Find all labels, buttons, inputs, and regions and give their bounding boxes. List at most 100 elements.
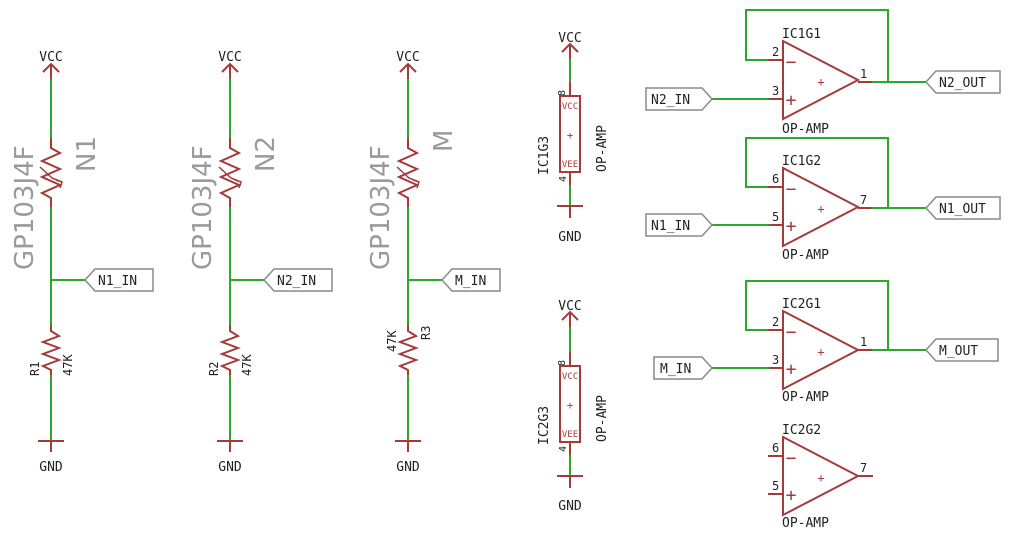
pin-out-ic2g2: 7 [860,461,867,475]
vcc-label-ic2g3: VCC [558,299,581,314]
pin-noninv-ic1g2: 5 [772,210,779,224]
resistor-name-r3: R3 [419,326,433,340]
svg-text:−: − [786,448,797,469]
svg-text:−: − [786,322,797,343]
svg-text:VCC: VCC [562,372,578,382]
opamp-triangle-ic1g2 [782,166,861,248]
resistor-r3 [397,325,419,376]
opamp-ic1g2: − + + 6 5 7 IC1G2 OP-AMP N1_IN N1_OUT [645,137,1001,263]
svg-text:VEE: VEE [562,160,578,170]
net-label-n2-out: N2_OUT [924,70,1001,94]
thermistor-name-label-3: M [429,130,459,152]
resistor-r1 [40,325,62,376]
part-value-ic2g3: OP-AMP [595,395,610,442]
pin-noninv-ic1g1: 3 [772,84,779,98]
opamp-triangle-ic1g1 [782,39,861,121]
net-label-n1-in-right: N1_IN [645,213,714,237]
gnd-symbol-2 [217,440,243,452]
vcc-arrow-3 [399,62,417,80]
pin-inv-ic1g1: 2 [772,45,779,59]
svg-text:+: + [817,471,824,485]
gnd-symbol-1 [38,440,64,452]
svg-text:N2_IN: N2_IN [651,93,690,108]
part-value-ic2g1: OP-AMP [782,390,829,405]
resistor-name-r1: R1 [28,362,42,376]
svg-text:+: + [817,202,824,216]
svg-text:+: + [786,485,797,506]
svg-text:−: − [786,52,797,73]
pin-8-ic1g3: 8 [557,90,568,96]
part-name-ic1g2: IC1G2 [782,154,821,169]
sensor-column-m: VCC GP103J4F M M_IN 47K R3 GND [366,50,501,475]
pin-out-ic1g2: 7 [860,193,867,207]
vcc-label-2: VCC [218,50,241,65]
svg-text:M_IN: M_IN [660,362,691,377]
part-name-ic2g2: IC2G2 [782,423,821,438]
svg-text:+: + [786,90,797,111]
net-label-n1-out: N1_OUT [924,196,1001,220]
sensor-column-n2: VCC GP103J4F N2 N2_IN R2 47K GND [188,50,333,475]
thermistor-part-label-1: GP103J4F [10,145,40,270]
part-value-ic1g1: OP-AMP [782,122,829,137]
feedback-wire-ic2g1 [745,280,889,351]
svg-text:N2_OUT: N2_OUT [939,76,986,91]
resistor-value-r1: 47K [61,354,75,376]
thermistor-part-label-3: GP103J4F [366,145,396,270]
net-label-n1-in: N1_IN [83,268,154,292]
opamp-ic2g2: − + + 6 5 7 IC2G2 OP-AMP [768,423,873,531]
thermistor-name-label-2: N2 [251,136,281,172]
power-unit-ic2g3: VCC 8 VCC + VEE 4 GND IC2G3 OP-AMP [537,299,610,514]
pin-4-ic2g3: 4 [558,446,569,452]
part-name-ic1g1: IC1G1 [782,27,821,42]
thermistor-n2 [218,138,242,208]
svg-text:+: + [817,345,824,359]
pin-8-ic2g3: 8 [557,360,568,366]
vcc-arrow-2 [221,62,239,80]
pin-4-ic1g3: 4 [558,176,569,182]
opamp-triangle-ic2g2 [782,435,861,517]
vcc-label-ic1g3: VCC [558,31,581,46]
pin-noninv-ic2g1: 3 [772,353,779,367]
vcc-label-3: VCC [396,50,419,65]
pin-inv-ic2g1: 2 [772,315,779,329]
part-value-ic2g2: OP-AMP [782,516,829,531]
vcc-label-1: VCC [39,50,62,65]
thermistor-part-label-2: GP103J4F [188,145,218,270]
pin-inv-ic1g2: 6 [772,172,779,186]
thermistor-n1 [39,138,63,208]
part-value-ic1g2: OP-AMP [782,248,829,263]
svg-text:+: + [786,216,797,237]
svg-text:N1_IN: N1_IN [651,219,690,234]
svg-text:VCC: VCC [562,102,578,112]
net-label-m-in-left: M_IN [440,268,501,292]
svg-text:N1_OUT: N1_OUT [939,202,986,217]
sensor-column-n1: VCC GP103J4F N1 N1_IN R1 47K GND [10,50,154,475]
gnd-label-3: GND [396,460,420,475]
pin-noninv-ic2g2: 5 [772,479,779,493]
feedback-wire-ic1g1 [745,9,889,83]
resistor-value-r2: 47K [240,354,254,376]
net-label-m-in-right: M_IN [653,356,714,380]
part-name-ic2g3: IC2G3 [537,406,552,445]
resistor-value-r3: 47K [385,330,399,352]
net-label-n2-in: N2_IN [262,268,333,292]
gnd-label-1: GND [39,460,63,475]
gnd-label-ic2g3: GND [558,499,582,514]
gnd-label-ic1g3: GND [558,230,582,245]
svg-text:N2_IN: N2_IN [277,274,316,289]
vcc-arrow-1 [42,62,60,80]
resistor-r2 [219,325,241,376]
svg-text:+: + [786,359,797,380]
thermistor-name-label-1: N1 [72,136,102,172]
gnd-label-2: GND [218,460,242,475]
part-name-ic1g3: IC1G3 [537,136,552,175]
pin-out-ic2g1: 1 [860,335,867,349]
opamp-ic2g1: − + + 2 3 1 IC2G1 OP-AMP M_IN M_OUT [653,280,999,405]
net-label-m-out: M_OUT [924,338,999,362]
opamp-ic1g1: − + + 2 3 1 IC1G1 OP-AMP N2_IN N2_OUT [645,9,1001,137]
svg-text:−: − [786,179,797,200]
svg-text:M_IN: M_IN [455,274,486,289]
feedback-wire-ic1g2 [745,137,889,209]
power-unit-ic1g3: VCC 8 VCC + VEE 4 GND IC1G3 OP-AMP [537,31,610,245]
